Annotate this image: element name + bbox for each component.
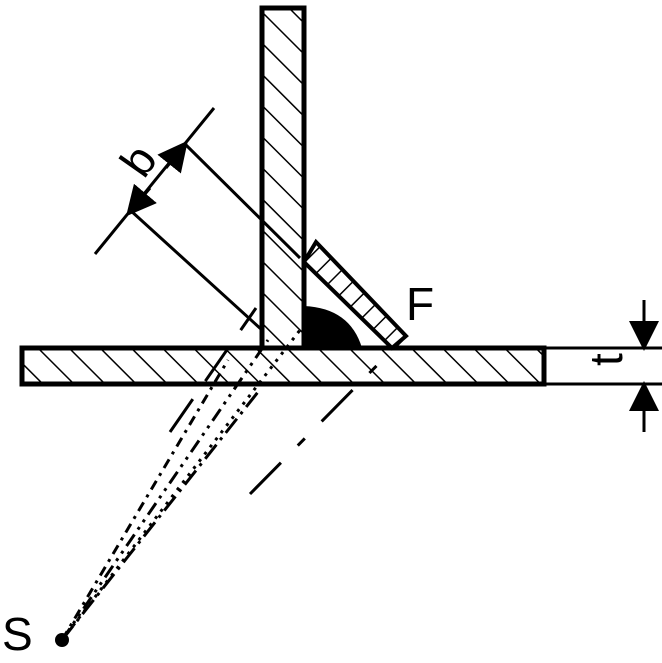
source-point — [55, 633, 69, 647]
film-plate — [301, 238, 409, 351]
beam-boundaries — [168, 307, 404, 496]
b-dimension-line — [93, 107, 216, 255]
label-t: t — [580, 353, 632, 366]
fillet-weld — [304, 306, 362, 348]
t-dimension — [544, 300, 662, 432]
label-s: S — [2, 608, 33, 658]
vertical-plate — [259, 5, 307, 351]
label-f: F — [406, 278, 434, 330]
b-extension-lines — [128, 143, 302, 332]
beam-lines — [60, 329, 302, 641]
